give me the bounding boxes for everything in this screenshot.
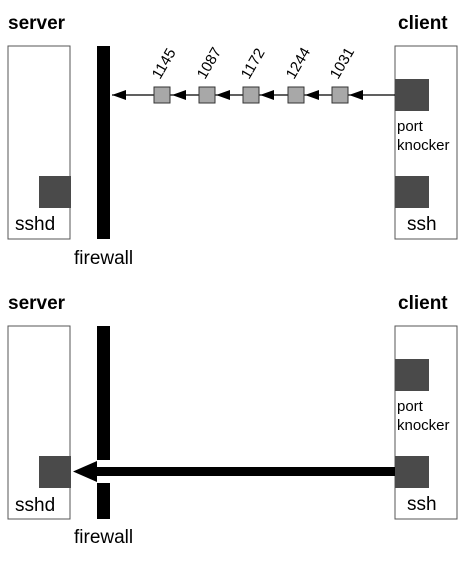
knock-arrowhead [305, 90, 319, 100]
bottom-sshd-block [39, 456, 71, 488]
knock-port-label: 1087 [194, 45, 225, 82]
knock-packet-1244 [287, 86, 305, 104]
top-server-box [7, 45, 71, 240]
knock-arrowhead [260, 90, 274, 100]
knock-port-label: 1031 [327, 45, 358, 82]
top-port-knocker-label-line1: port [397, 118, 424, 135]
top-ssh-label: ssh [407, 214, 437, 235]
bottom-port-knocker-block [395, 359, 429, 391]
top-sshd-block [39, 176, 71, 208]
bottom-firewall-bar-upper [97, 326, 110, 460]
knock-arrowhead-firewall [112, 90, 126, 100]
bottom-port-knocker-label-line2: knocker [397, 417, 450, 434]
bottom-client-title: client [398, 293, 448, 314]
top-ssh-block [395, 176, 429, 208]
bottom-ssh-label: ssh [407, 494, 437, 515]
top-panel: server client firewall sshd port knocker… [7, 13, 458, 269]
knock-packet-1031 [331, 86, 349, 104]
knock-packet-1087 [198, 86, 216, 104]
top-client-title: client [398, 13, 448, 34]
top-server-title: server [8, 13, 66, 34]
top-firewall-label: firewall [74, 248, 133, 269]
bottom-server-title: server [8, 293, 66, 314]
knock-arrowhead [216, 90, 230, 100]
knock-port-label: 1145 [149, 46, 180, 82]
ssh-connection-arrowhead [73, 461, 97, 482]
knock-port-label: 1244 [283, 45, 314, 82]
bottom-sshd-label: sshd [15, 495, 55, 516]
bottom-port-knocker-label-line1: port [397, 398, 424, 415]
bottom-ssh-block [395, 456, 429, 488]
top-port-knocker-block [395, 79, 429, 111]
knock-packet-1172 [242, 86, 260, 104]
knock-port-label: 1172 [238, 46, 269, 82]
bottom-server-box [7, 325, 71, 520]
bottom-panel: server client firewall sshd port knocker… [7, 293, 458, 548]
bottom-firewall-label: firewall [74, 527, 133, 548]
knock-packet-1145 [153, 86, 171, 104]
bottom-firewall-bar-lower [97, 483, 110, 519]
knock-arrowhead [172, 90, 186, 100]
ssh-connection-arrow-shaft [95, 467, 395, 476]
top-port-knocker-label-line2: knocker [397, 137, 450, 154]
top-sshd-label: sshd [15, 214, 55, 235]
knock-arrowhead [349, 90, 363, 100]
top-firewall-bar [97, 46, 110, 239]
